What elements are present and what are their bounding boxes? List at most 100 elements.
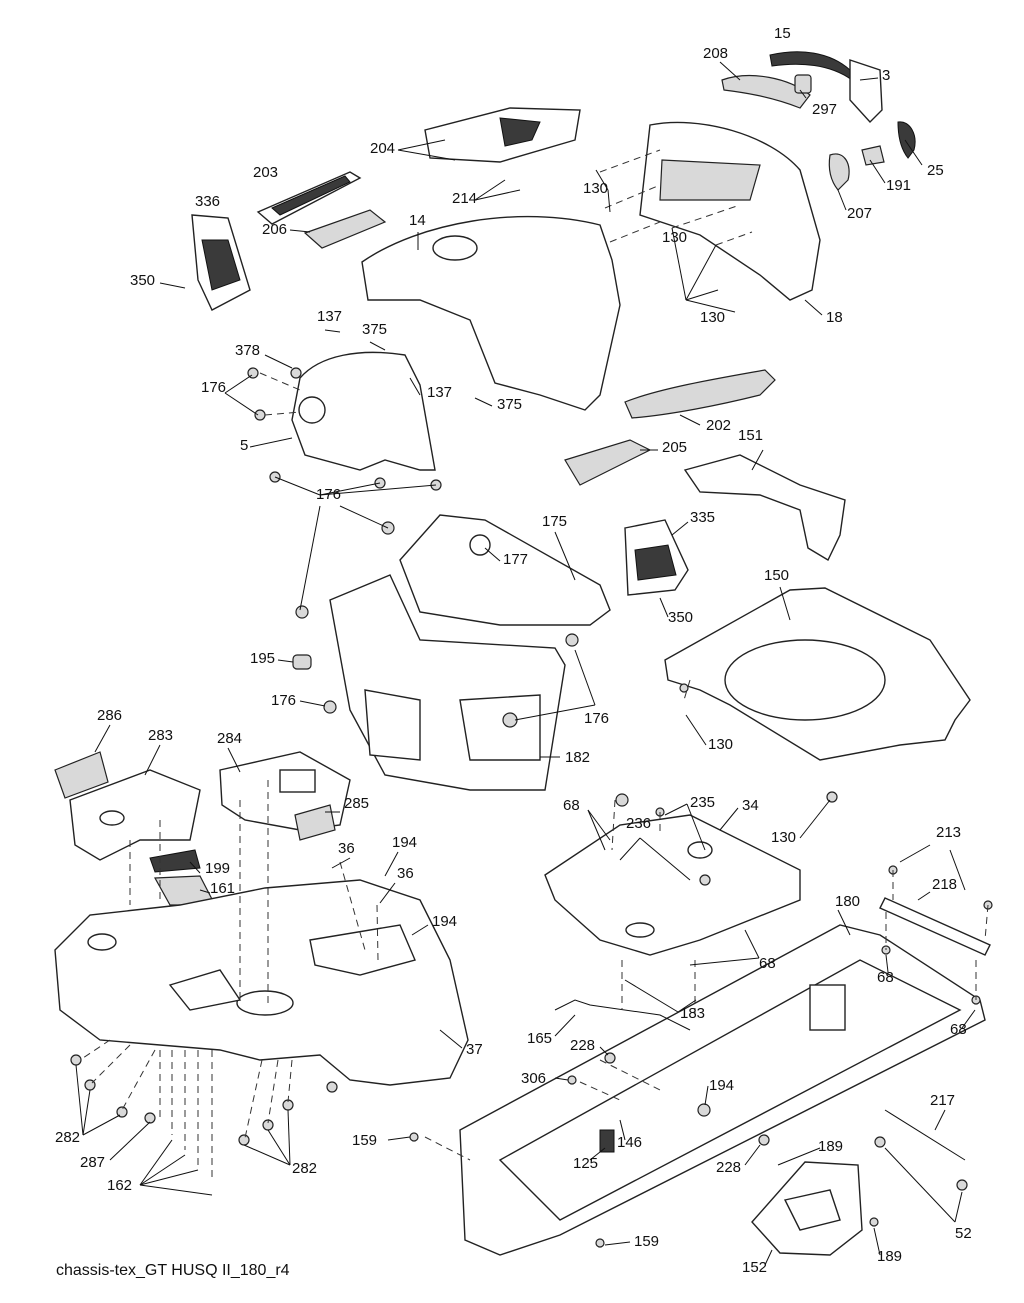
- part-label: 204: [370, 140, 395, 157]
- part-label: 375: [497, 396, 522, 413]
- part-label: 180: [835, 893, 860, 910]
- hood-part-14: [361, 215, 621, 411]
- part-label: 151: [738, 427, 763, 444]
- footrest-part-152: [751, 1161, 863, 1256]
- assembly-lines: [79, 149, 989, 1180]
- trim-part-205: [564, 439, 652, 486]
- part-label: 335: [690, 509, 715, 526]
- rod-part-217: [884, 1109, 966, 1161]
- part-label: 228: [716, 1159, 741, 1176]
- part-label: 214: [452, 190, 477, 207]
- part-label: 189: [818, 1138, 843, 1155]
- part-label: 217: [930, 1092, 955, 1109]
- part-label: 213: [936, 824, 961, 841]
- grille-part-203: [256, 171, 362, 225]
- part-label: 375: [362, 321, 387, 338]
- plate-part-150: [664, 587, 971, 761]
- plate-part-34: [544, 814, 801, 956]
- part-label: 297: [812, 101, 837, 118]
- part-label: 3: [882, 67, 890, 84]
- part-label: 235: [690, 794, 715, 811]
- part-label: 14: [409, 212, 426, 229]
- lens-part-191: [861, 145, 885, 166]
- part-label: 36: [397, 865, 414, 882]
- part-label: 285: [344, 795, 369, 812]
- part-label: 130: [662, 229, 687, 246]
- clip-part-297: [794, 74, 812, 94]
- part-label: 206: [262, 221, 287, 238]
- part-label: 194: [392, 834, 417, 851]
- dash-part-5: [291, 351, 436, 471]
- part-label: 5: [240, 437, 248, 454]
- part-label: 68: [950, 1021, 967, 1038]
- part-label: 208: [703, 45, 728, 62]
- part-label: 176: [271, 692, 296, 709]
- part-label: 52: [955, 1225, 972, 1242]
- part-label: 159: [352, 1132, 377, 1149]
- part-label: 284: [217, 730, 242, 747]
- part-label: 350: [130, 272, 155, 289]
- part-label: 199: [205, 860, 230, 877]
- part-label: 182: [565, 749, 590, 766]
- part-label: 125: [573, 1155, 598, 1172]
- part-label: 350: [668, 609, 693, 626]
- part-label: 176: [201, 379, 226, 396]
- grille-part-202: [624, 369, 776, 419]
- part-label: 205: [662, 439, 687, 456]
- part-label: 137: [317, 308, 342, 325]
- part-label: 146: [617, 1134, 642, 1151]
- part-label: 130: [700, 309, 725, 326]
- part-label: 177: [503, 551, 528, 568]
- part-label: 150: [764, 567, 789, 584]
- part-label: 189: [877, 1248, 902, 1265]
- part-label: 194: [709, 1077, 734, 1094]
- part-label: 130: [708, 736, 733, 753]
- side-panel-part-182: [329, 574, 566, 791]
- part-label: 176: [584, 710, 609, 727]
- panel-part-335: [624, 519, 689, 596]
- part-label: 130: [583, 180, 608, 197]
- rod-part-165: [554, 999, 691, 1031]
- bumper-part-18: [639, 121, 821, 301]
- part-label: 286: [97, 707, 122, 724]
- part-label: 15: [774, 25, 791, 42]
- part-label: 68: [563, 797, 580, 814]
- part-label: 283: [148, 727, 173, 744]
- lamp-part-207: [828, 153, 850, 191]
- part-label: 176: [316, 486, 341, 503]
- part-label: 203: [253, 164, 278, 181]
- part-label: 34: [742, 797, 759, 814]
- leader-lines: [75, 61, 976, 1266]
- diagram-caption: chassis-tex_GT HUSQ II_180_r4: [56, 1262, 290, 1279]
- part-label: 378: [235, 342, 260, 359]
- cover-part-286: [54, 751, 109, 799]
- part-label: 175: [542, 513, 567, 530]
- part-label: 162: [107, 1177, 132, 1194]
- part-label: 202: [706, 417, 731, 434]
- bracket-part-199: [149, 849, 201, 873]
- plate-part-175: [399, 514, 611, 626]
- part-label: 194: [432, 913, 457, 930]
- part-label: 287: [80, 1154, 105, 1171]
- bracket-part-3: [849, 59, 883, 124]
- bracket-part-151: [683, 454, 846, 561]
- part-label: 68: [877, 969, 894, 986]
- grille-part-206: [303, 209, 387, 249]
- part-label: 218: [932, 876, 957, 893]
- part-label: 207: [847, 205, 872, 222]
- part-label: 165: [527, 1030, 552, 1047]
- part-label: 282: [55, 1129, 80, 1146]
- cover-part-283: [69, 769, 201, 861]
- part-label: 130: [771, 829, 796, 846]
- trim-part-208: [721, 75, 811, 109]
- part-label: 137: [427, 384, 452, 401]
- part-label: 152: [742, 1259, 767, 1276]
- part-label: 336: [195, 193, 220, 210]
- panel-part-336: [191, 214, 251, 311]
- part-label: 161: [210, 880, 235, 897]
- part-label: 18: [826, 309, 843, 326]
- part-label: 282: [292, 1160, 317, 1177]
- part-label: 25: [927, 162, 944, 179]
